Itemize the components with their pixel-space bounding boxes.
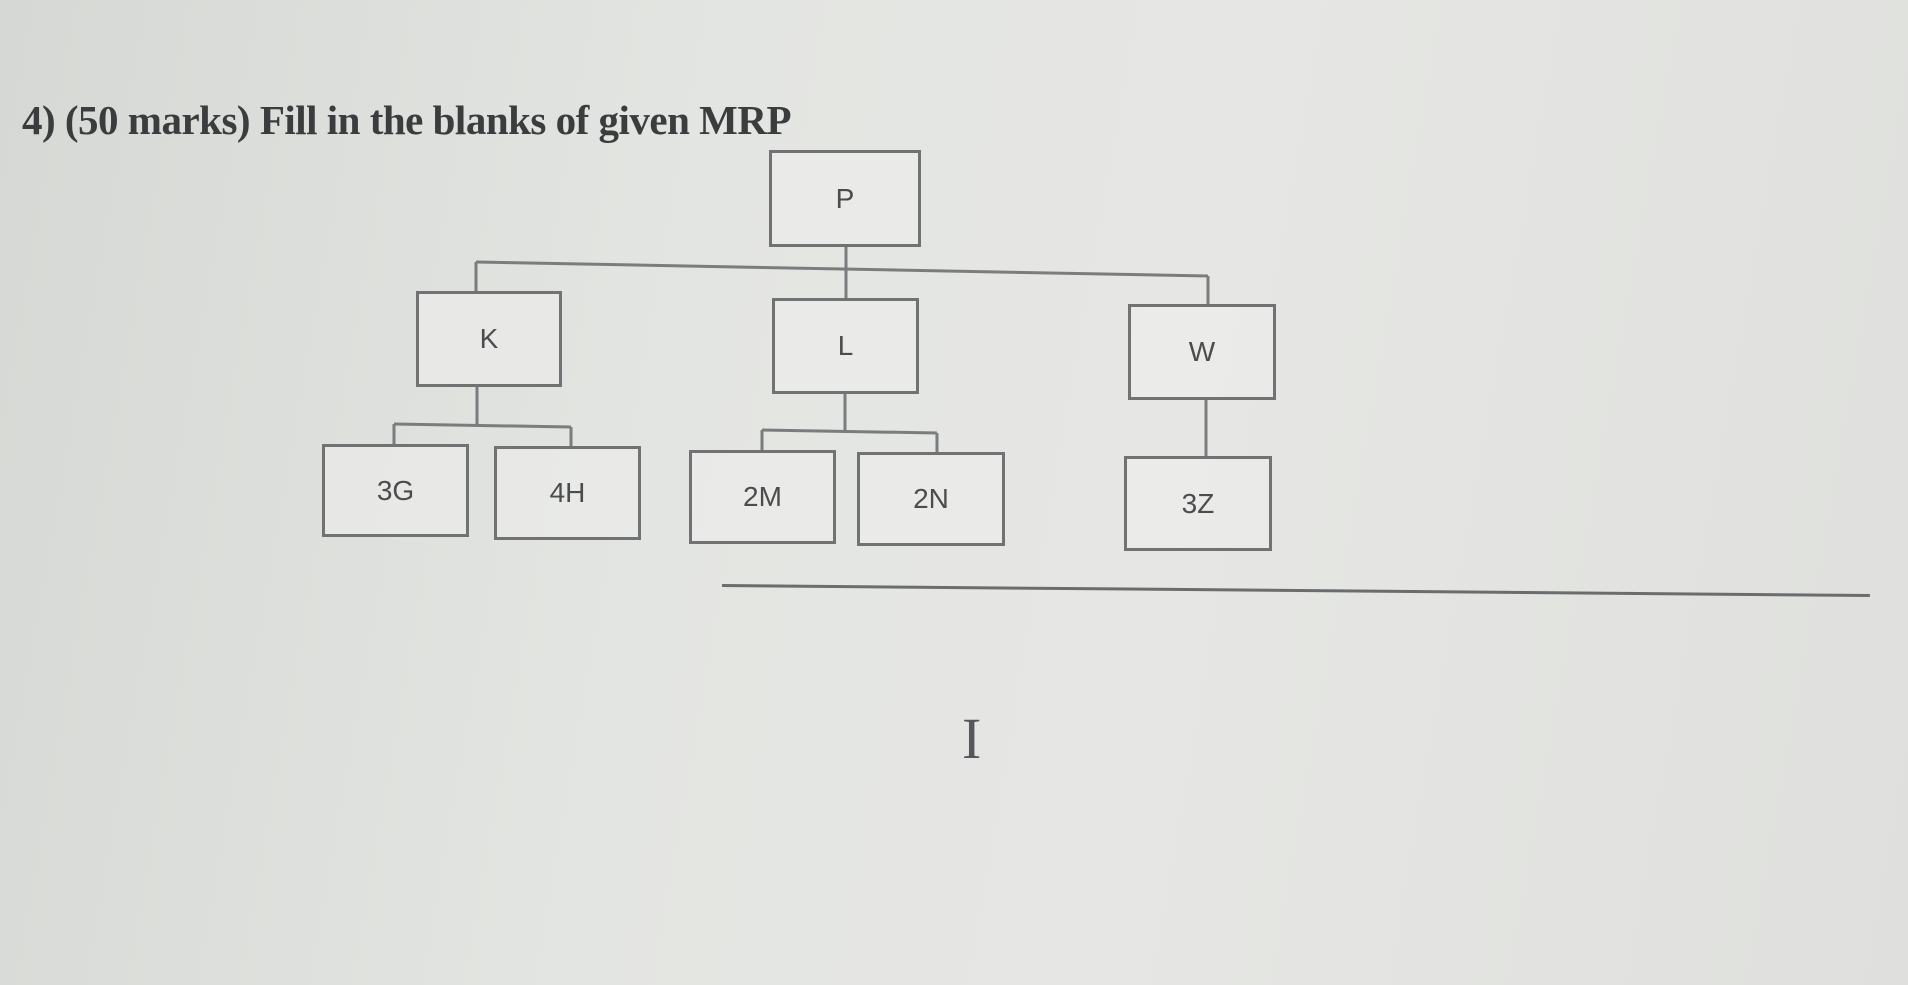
bom-node-w: W [1128, 304, 1276, 400]
bom-node-2m-label: 2M [743, 481, 782, 512]
bom-node-3g-label: 3G [376, 474, 415, 506]
connector-k-bar [393, 422, 572, 429]
bom-node-l-label: L [837, 330, 854, 361]
bom-node-p-label: P [835, 182, 855, 214]
bom-node-l: L [772, 298, 919, 394]
connector-l-bar [761, 428, 938, 435]
connector-level1-bar [475, 260, 1209, 278]
bom-node-2n: 2N [857, 452, 1005, 546]
bom-node-w-label: W [1188, 336, 1216, 367]
bom-node-k-label: K [479, 323, 499, 354]
bom-node-p: P [769, 150, 921, 247]
bom-node-4h: 4H [494, 446, 641, 540]
bom-node-2n-label: 2N [913, 483, 949, 514]
bom-node-3z: 3Z [1124, 456, 1272, 551]
bom-node-3g: 3G [322, 444, 469, 537]
bom-node-4h-label: 4H [549, 477, 586, 508]
bom-node-2m: 2M [689, 450, 836, 544]
text-cursor-icon: I [962, 706, 982, 771]
bom-node-k: K [416, 291, 562, 387]
question-title: 4) (50 marks) Fill in the blanks of give… [22, 97, 792, 143]
bom-node-3z-label: 3Z [1181, 487, 1215, 519]
